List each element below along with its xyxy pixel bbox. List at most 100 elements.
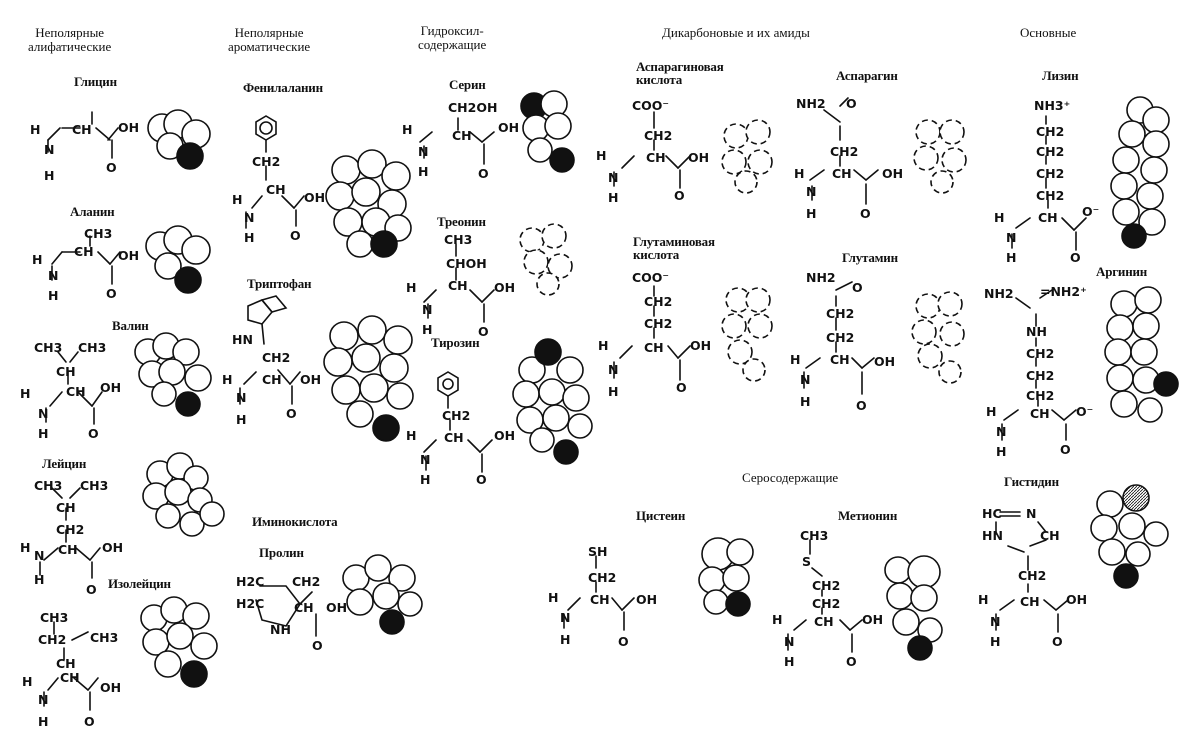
formula-serine — [419, 117, 495, 165]
label-phenylalanine: Фенилаланин — [243, 80, 323, 95]
svg-text:OH: OH — [100, 380, 121, 395]
svg-text:O: O — [476, 472, 487, 487]
svg-text:H: H — [20, 540, 30, 555]
svg-text:CH2: CH2 — [1026, 368, 1054, 383]
svg-text:H: H — [608, 384, 618, 399]
header-nonpolar-aliphatic: Неполярные алифатические — [28, 25, 112, 54]
svg-text:H: H — [38, 714, 48, 729]
svg-text:H: H — [22, 674, 32, 689]
svg-text:OH: OH — [882, 166, 903, 181]
svg-text:CH: CH — [448, 278, 468, 293]
svg-text:N: N — [608, 170, 618, 185]
svg-text:S: S — [802, 554, 811, 569]
label-arginine: Аргинин — [1096, 264, 1148, 279]
svg-text:H: H — [406, 280, 416, 295]
svg-text:COO⁻: COO⁻ — [632, 98, 669, 113]
label-glycine: Глицин — [74, 74, 117, 89]
header-imino: Иминокислота — [252, 514, 338, 529]
svg-text:CH3: CH3 — [40, 610, 68, 625]
svg-text:CH: CH — [452, 128, 472, 143]
svg-text:CH2: CH2 — [56, 522, 84, 537]
svg-text:CH: CH — [266, 182, 286, 197]
svg-text:O⁻: O⁻ — [1076, 404, 1093, 419]
svg-text:CH: CH — [646, 150, 666, 165]
formula-cysteine — [563, 555, 635, 631]
header-nonpolar-aromatic: Неполярные ароматические — [228, 25, 311, 54]
label-lysine: Лизин — [1042, 68, 1079, 83]
svg-text:CH3: CH3 — [78, 340, 106, 355]
svg-text:H2C: H2C — [236, 596, 264, 611]
svg-text:H: H — [1006, 250, 1016, 265]
formula-proline — [255, 585, 317, 637]
svg-text:CH2: CH2 — [1026, 346, 1054, 361]
svg-text:O: O — [860, 206, 871, 221]
svg-text:CH: CH — [56, 364, 76, 379]
svg-text:CH: CH — [444, 430, 464, 445]
svg-text:O: O — [846, 96, 857, 111]
svg-text:H: H — [990, 634, 1000, 649]
cpk-glutamine — [911, 291, 965, 384]
svg-text:H: H — [32, 252, 42, 267]
svg-text:O: O — [106, 286, 117, 301]
cpk-phenylalanine — [325, 149, 412, 258]
svg-text:CH2: CH2 — [252, 154, 280, 169]
svg-text:H: H — [596, 148, 606, 163]
svg-text:O: O — [106, 160, 117, 175]
label-serine: Серин — [449, 77, 486, 92]
svg-text:COO⁻: COO⁻ — [632, 270, 669, 285]
svg-text:H: H — [978, 592, 988, 607]
cpk-leucine — [142, 452, 225, 537]
label-histidine: Гистидин — [1004, 474, 1059, 489]
svg-text:CH2: CH2 — [1036, 124, 1064, 139]
formula-leucine — [39, 487, 101, 579]
svg-text:O: O — [856, 398, 867, 413]
svg-text:H: H — [994, 210, 1004, 225]
svg-text:CH: CH — [1038, 210, 1058, 225]
formula-asparagine — [809, 97, 879, 205]
svg-text:CH2: CH2 — [442, 408, 470, 423]
svg-text:N: N — [800, 372, 810, 387]
svg-text:CH: CH — [56, 656, 76, 671]
formula-arginine — [1001, 289, 1077, 441]
formula-phenylalanine — [245, 115, 305, 229]
svg-text:HN: HN — [232, 332, 253, 347]
svg-text:=NH2⁺: =NH2⁺ — [1040, 284, 1087, 299]
svg-text:H: H — [790, 352, 800, 367]
svg-text:CH: CH — [590, 592, 610, 607]
svg-text:CH2: CH2 — [1018, 568, 1046, 583]
svg-text:N: N — [38, 692, 48, 707]
svg-text:N: N — [48, 268, 58, 283]
svg-text:H: H — [406, 428, 416, 443]
label-leucine: Лейцин — [42, 456, 87, 471]
svg-text:CH2: CH2 — [1036, 166, 1064, 181]
cpk-aspartic — [721, 119, 773, 194]
svg-text:OH: OH — [118, 120, 139, 135]
svg-text:H: H — [422, 322, 432, 337]
cpk-glutamic — [721, 287, 773, 382]
cpk-alanine — [145, 225, 211, 294]
label-aspartic-acid: Аспарагиновая кислота — [636, 59, 724, 87]
svg-text:N: N — [806, 184, 816, 199]
svg-text:NH2: NH2 — [796, 96, 826, 111]
cpk-threonine — [519, 223, 573, 296]
svg-text:CH3: CH3 — [84, 226, 112, 241]
cpk-histidine — [1090, 484, 1169, 589]
svg-text:CH2: CH2 — [826, 330, 854, 345]
svg-text:N: N — [244, 210, 254, 225]
svg-text:N: N — [418, 144, 428, 159]
svg-text:H: H — [784, 654, 794, 669]
label-glutamic-acid: Глутаминовая кислота — [633, 234, 715, 262]
svg-text:O: O — [676, 380, 687, 395]
cpk-serine — [520, 90, 575, 173]
cpk-isoleucine — [140, 596, 218, 688]
cpk-valine — [134, 332, 212, 417]
cpk-proline — [342, 554, 423, 635]
label-methionine: Метионин — [838, 508, 898, 523]
svg-text:O: O — [1060, 442, 1071, 457]
svg-text:N: N — [420, 452, 430, 467]
formula-valine — [45, 351, 103, 425]
svg-text:CH2: CH2 — [1036, 144, 1064, 159]
header-sulfur: Серосодержащие — [742, 470, 839, 485]
